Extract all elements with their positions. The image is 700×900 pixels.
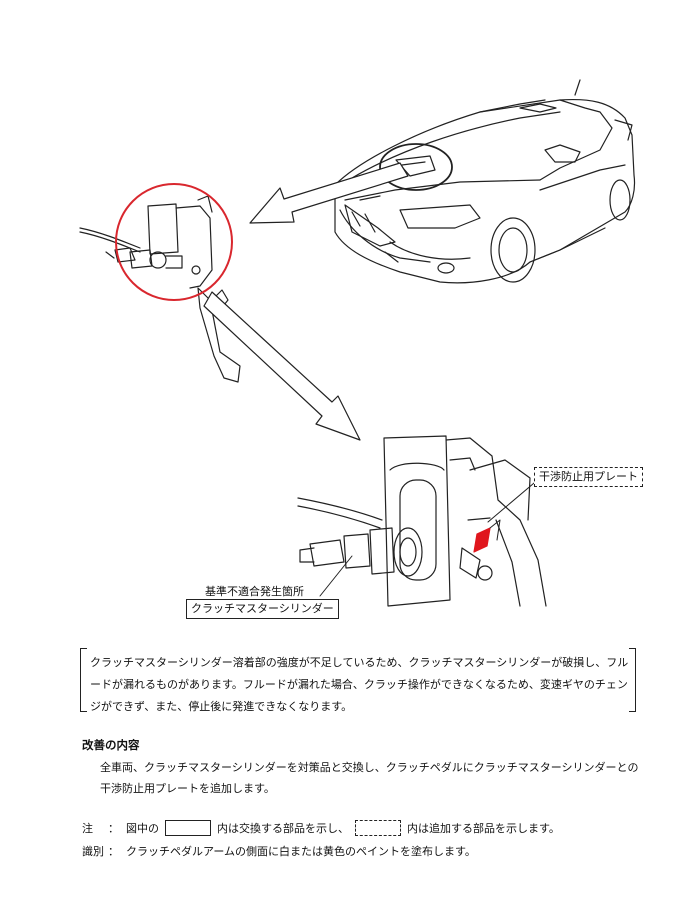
id-text: クラッチペダルアームの側面に白または黄色のペイントを塗布します。: [126, 845, 476, 858]
note-prefix: 図中の: [126, 822, 159, 835]
note-key: 注: [82, 822, 93, 835]
leader-line-plate: [487, 477, 541, 523]
engine-bay-highlight-circle: [379, 143, 453, 191]
id-colon: ：: [108, 845, 119, 858]
description-line: ジができず、また、停止後に発進できなくなります。: [90, 700, 353, 713]
improvement-heading: 改善の内容: [82, 738, 140, 752]
red-highlight-circle: [115, 183, 233, 301]
interference-plate-red: [473, 527, 491, 553]
legend-dashed-box: [355, 820, 401, 836]
note-colon: ：: [108, 822, 119, 835]
car-illustration: [334, 79, 636, 284]
description-line: ードが漏れるものがあります。フルードが漏れた場合、クラッチ操作ができなくなるため…: [90, 678, 628, 691]
pedal-assembly-overview: [79, 195, 241, 383]
note-legend-row: 注 ： 図中の 内は交換する部品を示し、 内は追加する部品を示します。: [82, 820, 560, 836]
description-bracket: [80, 648, 636, 712]
id-key: 識別: [82, 845, 104, 858]
identification-row: 識別 ： クラッチペダルアームの側面に白または黄色のペイントを塗布します。: [82, 843, 476, 859]
improvement-line: 全車両、クラッチマスターシリンダーを対策品と交換し、クラッチペダルにクラッチマス…: [100, 761, 639, 774]
clutch-master-cylinder-label: クラッチマスターシリンダー: [186, 599, 339, 619]
arrow-overview-to-detail: [203, 291, 361, 441]
defect-description: クラッチマスターシリンダー溶着部の強度が不足しているため、クラッチマスターシリン…: [90, 652, 630, 718]
leader-line-cylinder: [319, 555, 353, 597]
improvement-body: 全車両、クラッチマスターシリンダーを対策品と交換し、クラッチペダルにクラッチマス…: [100, 757, 640, 799]
interference-plate-label: 干渉防止用プレート: [534, 467, 643, 487]
improvement-line: 干渉防止用プレートを追加します。: [100, 782, 275, 795]
note-added-text: 内は追加する部品を示します。: [407, 822, 560, 835]
clutch-detail-illustration: [297, 435, 547, 607]
legend-solid-box: [165, 820, 211, 836]
defect-location-caption: 基準不適合発生箇所: [205, 585, 304, 598]
description-line: クラッチマスターシリンダー溶着部の強度が不足しているため、クラッチマスターシリン…: [90, 656, 629, 669]
note-replaced-text: 内は交換する部品を示し、: [217, 822, 349, 835]
recall-illustration: [79, 79, 636, 607]
arrow-car-to-pedal: [249, 162, 409, 224]
